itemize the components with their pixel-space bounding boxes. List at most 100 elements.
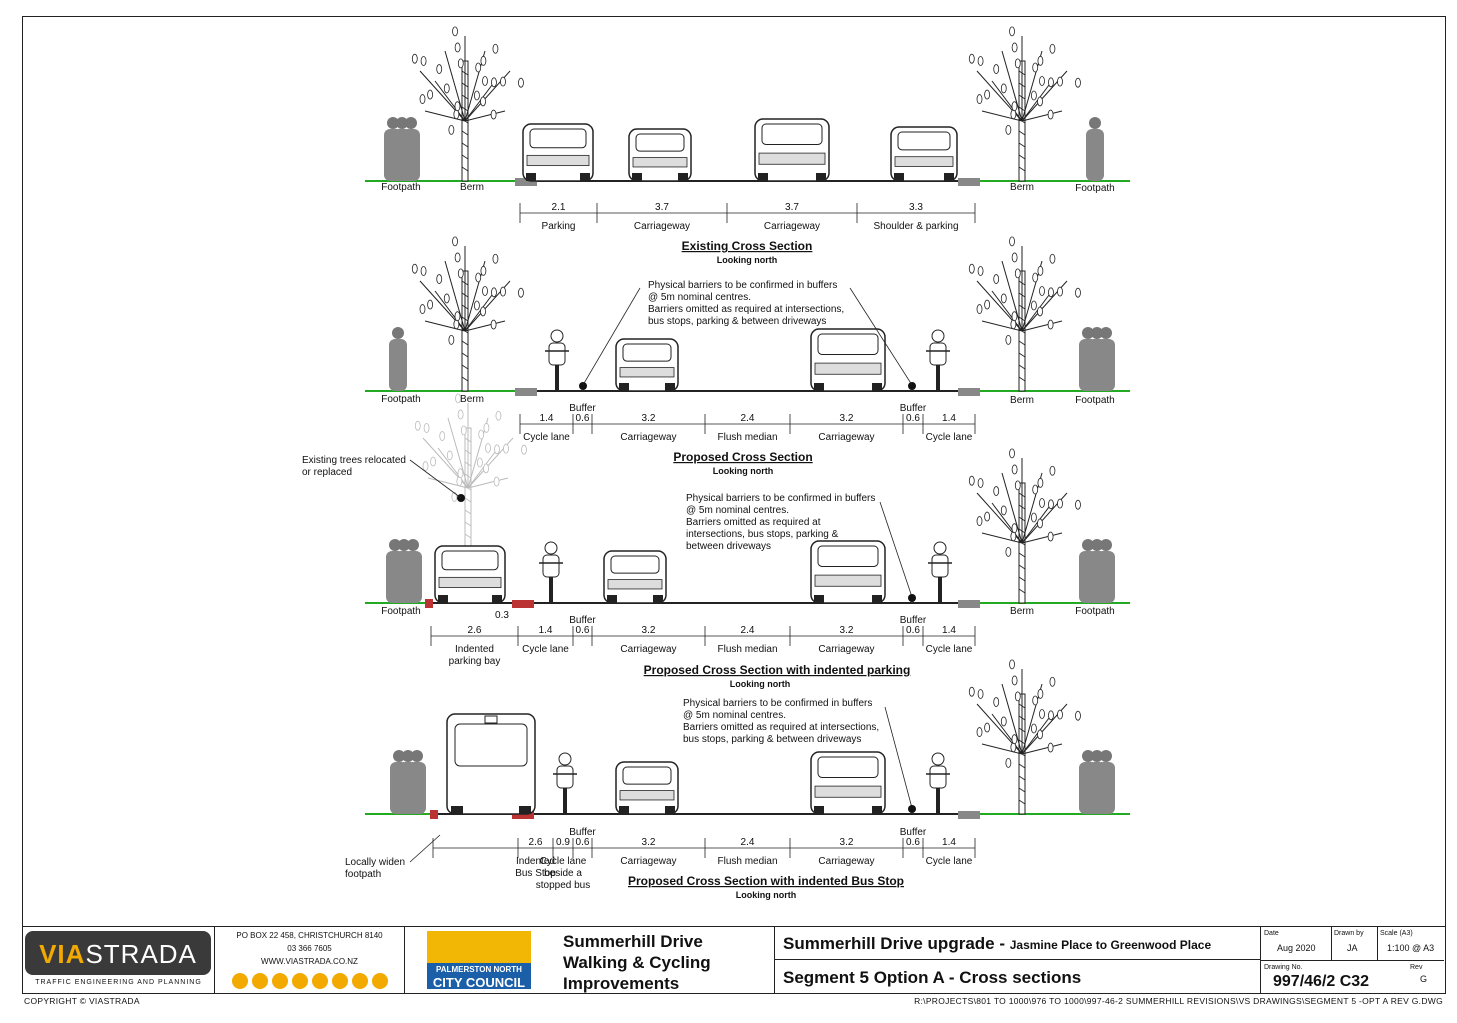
scale-value: 1:100 @ A3 (1387, 943, 1435, 953)
tree-leaf (976, 94, 983, 104)
car-grille (632, 157, 688, 168)
tree-leaf (1039, 498, 1045, 508)
tree-leaf (482, 76, 488, 86)
tree-leaf (436, 274, 443, 284)
tree-branch (1021, 502, 1053, 544)
dimension-value: 0.6 (576, 837, 590, 848)
tree-leaf (993, 697, 1000, 707)
tree-leaf (1000, 716, 1007, 727)
tree-branch (437, 447, 469, 489)
car-wheel (619, 383, 629, 391)
tree-branch (1021, 713, 1053, 755)
tree-leaf (1048, 710, 1054, 721)
car-wheel (872, 806, 882, 814)
dimension-value: 1.4 (540, 413, 554, 424)
tree-leaf (473, 300, 480, 311)
tree-leaf (1032, 484, 1039, 495)
transport-icons (215, 973, 405, 991)
tree-leaf (436, 64, 443, 74)
tree-leaf (1049, 43, 1056, 54)
tree-leaf (518, 77, 524, 88)
pedestrian-body (404, 551, 422, 603)
berm-label: Berm (460, 182, 484, 193)
bus-windscreen (454, 723, 528, 767)
tree-leaf (1037, 729, 1043, 740)
dimension-label: stopped bus (536, 880, 591, 891)
pedestrian-body (402, 129, 420, 181)
tree-leaf (500, 76, 506, 87)
pedestrian-body (1097, 762, 1115, 814)
barrier-marker (908, 805, 916, 813)
tree-leaf (500, 286, 506, 297)
pedestrian-body (1086, 129, 1104, 181)
tree-leaf (1039, 286, 1045, 296)
car-wheel (894, 173, 904, 181)
tree-leaf (993, 274, 1000, 284)
leader-line (409, 834, 441, 863)
section-title: Proposed Cross Section with indented par… (644, 663, 911, 677)
project-name: Summerhill Drive Walking & Cycling Impro… (563, 932, 711, 993)
car-wheel (492, 595, 502, 603)
tree-leaf (1030, 723, 1037, 734)
drawing-meta: Date Aug 2020 Drawn by JA Scale (A3) 1:1… (1261, 927, 1444, 993)
tree-leaf (452, 26, 458, 37)
dimension-value: 3.2 (642, 625, 656, 636)
car-wheel (814, 383, 824, 391)
tree-leaf (1000, 83, 1007, 94)
car-wheel (944, 173, 954, 181)
dimension-value: 2.1 (552, 202, 566, 213)
tree-leaf (419, 304, 426, 314)
dimension-value: 2.4 (741, 413, 755, 424)
cyclist-body (542, 554, 560, 578)
cyclist-body (929, 765, 947, 789)
drawing-number: 997/46/2 C32 (1273, 973, 1370, 990)
barrier-note: Physical barriers to be confirmed in buf… (683, 698, 872, 709)
tree-branch (1021, 80, 1053, 122)
car-grille (438, 576, 502, 589)
bus-destination (484, 715, 498, 724)
tree-leaf (1009, 26, 1015, 37)
tree-branch (981, 532, 1023, 544)
dimension-label: Indented (455, 644, 494, 655)
car-wheel (526, 173, 536, 181)
tree-leaf (1075, 710, 1081, 721)
tree-leaf (1005, 546, 1012, 557)
tree-leaf (492, 253, 499, 264)
kerb (958, 600, 980, 608)
leader-line (409, 459, 462, 499)
tree-leaf (977, 56, 984, 66)
tree-leaf (475, 62, 482, 73)
tree-leaf (968, 53, 975, 64)
car-window (529, 128, 587, 149)
tree-leaf (1014, 480, 1021, 491)
pedestrian-body (1097, 339, 1115, 391)
tree-leaf (1010, 531, 1017, 542)
car-wheel (619, 806, 629, 814)
tree-leaf (420, 56, 427, 66)
car-grille (814, 362, 882, 375)
tree-leaf (491, 77, 497, 88)
tree-leaf (483, 422, 490, 433)
tree-leaf (1037, 477, 1044, 488)
tree-leaf (1010, 319, 1017, 330)
pedestrian-head (1082, 750, 1094, 762)
tree-branch (991, 713, 1023, 755)
tree-branch (434, 290, 466, 332)
leader-line (879, 501, 913, 598)
tree-leaf (448, 334, 455, 345)
barrier-note: Barriers omitted as required at intersec… (683, 722, 879, 733)
tree-branch (1021, 290, 1053, 332)
tree-leaf (1011, 523, 1018, 534)
tree-leaf (1049, 465, 1056, 476)
tree-leaf (485, 443, 491, 453)
tree-leaf (1037, 306, 1043, 317)
tree-leaf (482, 286, 488, 296)
tree-leaf (411, 263, 418, 274)
tree-leaf (1005, 334, 1012, 345)
bus-wheel (519, 806, 531, 814)
tree-leaf (1005, 757, 1012, 768)
leader-line (582, 287, 641, 386)
dimension-value: 3.7 (655, 202, 669, 213)
dimension-value: 3.2 (840, 837, 854, 848)
tree-leaf (443, 83, 450, 94)
